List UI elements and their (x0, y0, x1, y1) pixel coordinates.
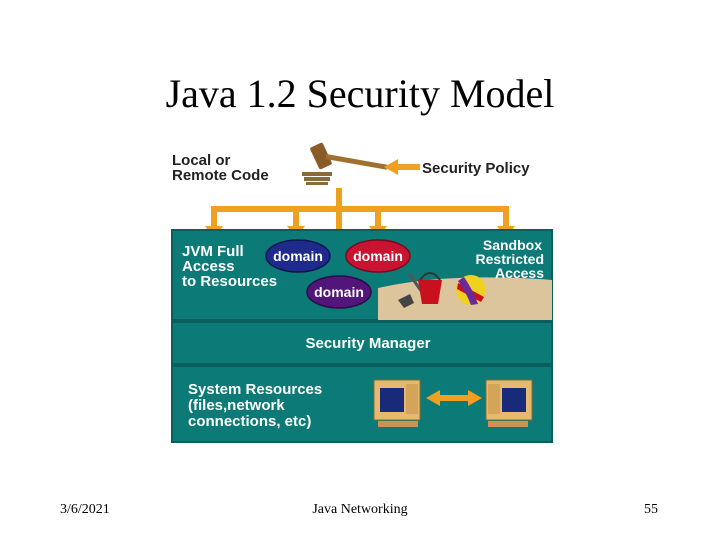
svg-text:domain: domain (353, 248, 403, 264)
source-label: Local or Remote Code (172, 152, 269, 184)
svg-text:Restricted: Restricted (476, 251, 544, 267)
svg-text:domain: domain (273, 248, 323, 264)
jvm-label-line3: to Resources (182, 273, 277, 290)
policy-label: Security Policy (422, 160, 530, 177)
slide-title: Java 1.2 Security Model (165, 71, 555, 116)
jvm-label-line2: Access (182, 258, 235, 275)
beach-ball-icon (456, 275, 486, 305)
svg-text:Local or: Local or (172, 152, 231, 169)
footer-page-number: 55 (644, 502, 658, 517)
svg-text:domain: domain (314, 284, 364, 300)
double-arrow-icon (426, 390, 482, 406)
resources-label-line3: connections, etc) (188, 413, 311, 430)
sandbox-label: Sandbox Restricted Access (476, 237, 545, 281)
jvm-label-line1: JVM Full (182, 243, 244, 260)
security-manager-label: Security Manager (305, 335, 430, 352)
svg-text:Access: Access (495, 265, 544, 281)
footer-date: 3/6/2021 (60, 502, 110, 517)
footer-title: Java Networking (312, 502, 408, 517)
computer-icon (373, 379, 421, 427)
domain-purple: domain (306, 275, 372, 309)
shovel-icon (398, 272, 423, 308)
svg-text:Remote Code: Remote Code (172, 167, 269, 184)
computer-icon (485, 379, 533, 427)
svg-text:Sandbox: Sandbox (483, 237, 542, 253)
security-model-diagram: Local or Remote Code Security Policy JVM… (171, 142, 553, 443)
domain-blue: domain (265, 239, 331, 273)
security-manager-band (171, 321, 553, 365)
arrow-left-icon (384, 159, 420, 175)
bucket-icon (418, 272, 442, 304)
resources-label-line1: System Resources (188, 381, 322, 398)
gavel-icon (302, 142, 388, 185)
resources-label-line2: (files,network (188, 397, 285, 414)
domain-red: domain (345, 239, 411, 273)
